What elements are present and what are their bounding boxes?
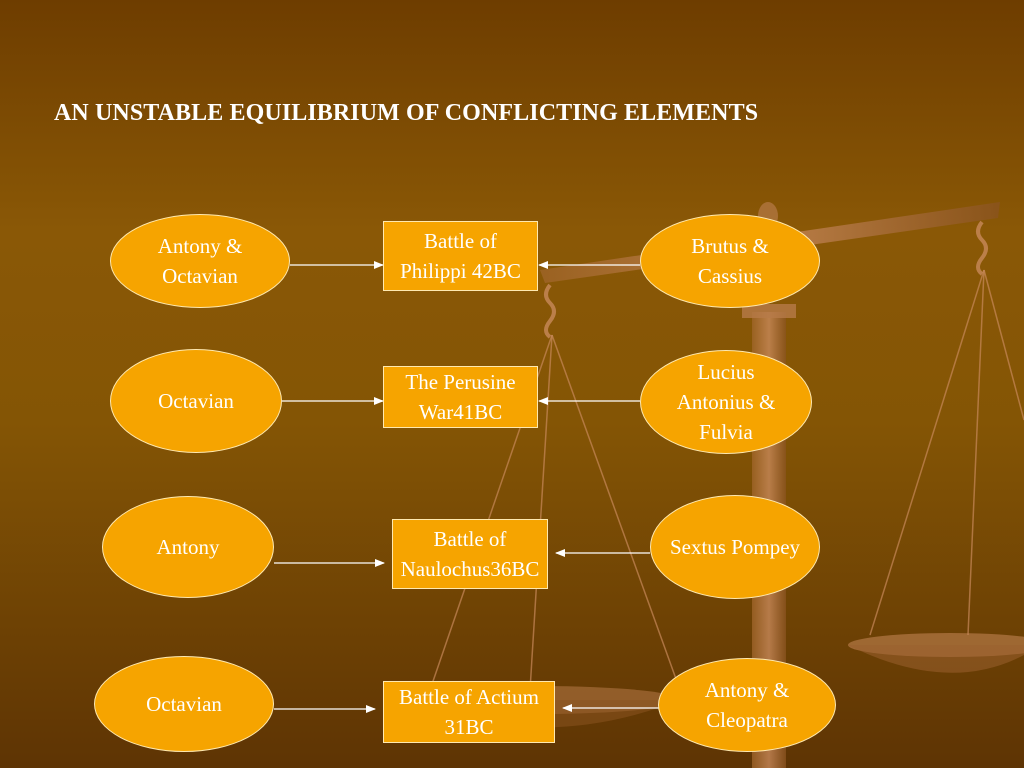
battle-label: The Perusine War41BC [405, 370, 516, 424]
battle-label: Battle of Actium 31BC [399, 685, 539, 739]
battle-label: Battle of Philippi 42BC [400, 229, 521, 283]
right-party-label: Sextus Pompey [669, 535, 801, 559]
right-party-node: Antony & Cleopatra [658, 658, 836, 752]
left-party-node: Antony & Octavian [110, 214, 290, 308]
battle-node: Battle of Philippi 42BC [383, 221, 538, 291]
right-party-node: Sextus Pompey [650, 495, 820, 599]
battle-node: Battle of Actium 31BC [383, 681, 555, 743]
right-party-node: Brutus & Cassius [640, 214, 820, 308]
left-party-node: Octavian [110, 349, 282, 453]
right-party-node: Lucius Antonius & Fulvia [640, 350, 812, 454]
left-party-label: Antony [156, 535, 220, 559]
slide-title: AN UNSTABLE EQUILIBRIUM OF CONFLICTING E… [54, 100, 759, 126]
battle-node: Battle of Naulochus36BC [392, 519, 548, 589]
left-party-label: Octavian [158, 389, 234, 413]
right-party-label: Brutus & Cassius [691, 234, 769, 288]
left-party-node: Antony [102, 496, 274, 598]
left-party-label: Antony & Octavian [157, 234, 243, 288]
left-party-label: Octavian [146, 692, 222, 716]
battle-node: The Perusine War41BC [383, 366, 538, 428]
right-party-label: Lucius Antonius & Fulvia [676, 360, 776, 444]
right-party-label: Antony & Cleopatra [704, 678, 790, 732]
left-party-node: Octavian [94, 656, 274, 752]
battle-label: Battle of Naulochus36BC [400, 527, 540, 581]
